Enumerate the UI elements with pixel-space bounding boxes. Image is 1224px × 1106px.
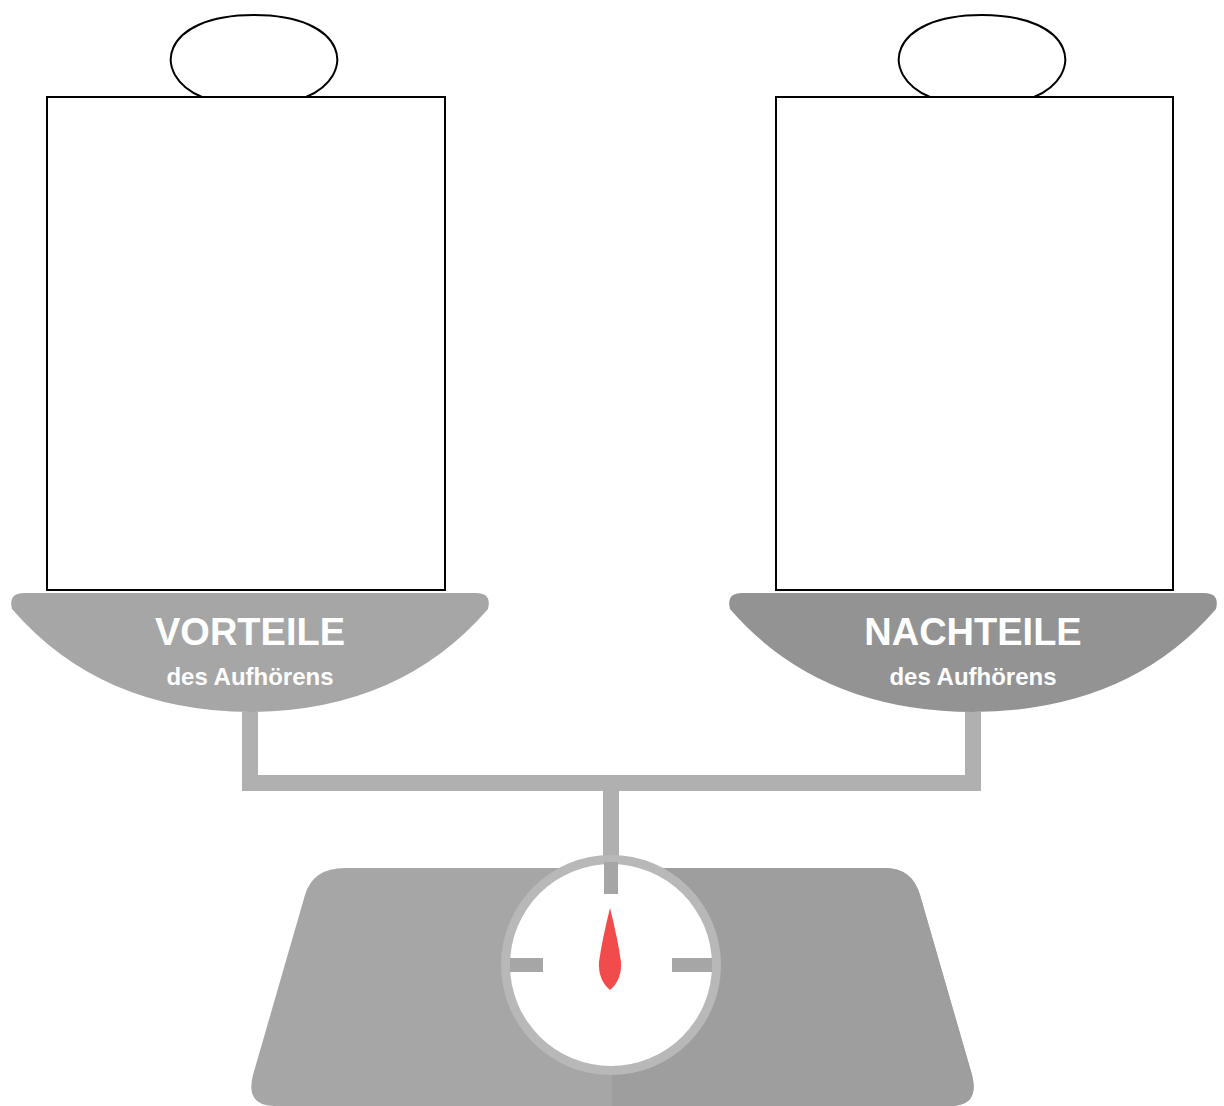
pan-outline (11, 593, 489, 712)
weight-box (47, 97, 445, 590)
dial-tick (604, 862, 618, 894)
weight-box (776, 97, 1173, 590)
dial-needle (599, 908, 621, 990)
pan-subheading: des Aufhörens (728, 652, 1218, 691)
dial-tick (672, 958, 712, 972)
weight-handle (171, 15, 337, 97)
dial-face (510, 864, 712, 1066)
scale-pan: VORTEILEdes Aufhörens (10, 593, 490, 713)
dial-tick (510, 958, 543, 972)
weight-handle (899, 15, 1065, 97)
pan-subheading: des Aufhörens (10, 652, 490, 691)
pan-heading: NACHTEILE (728, 593, 1218, 652)
dial-ring (501, 855, 721, 1075)
scale-beam (250, 712, 973, 783)
pan-heading: VORTEILE (10, 593, 490, 652)
scale-pan: NACHTEILEdes Aufhörens (728, 593, 1218, 713)
pan-outline (729, 593, 1217, 712)
